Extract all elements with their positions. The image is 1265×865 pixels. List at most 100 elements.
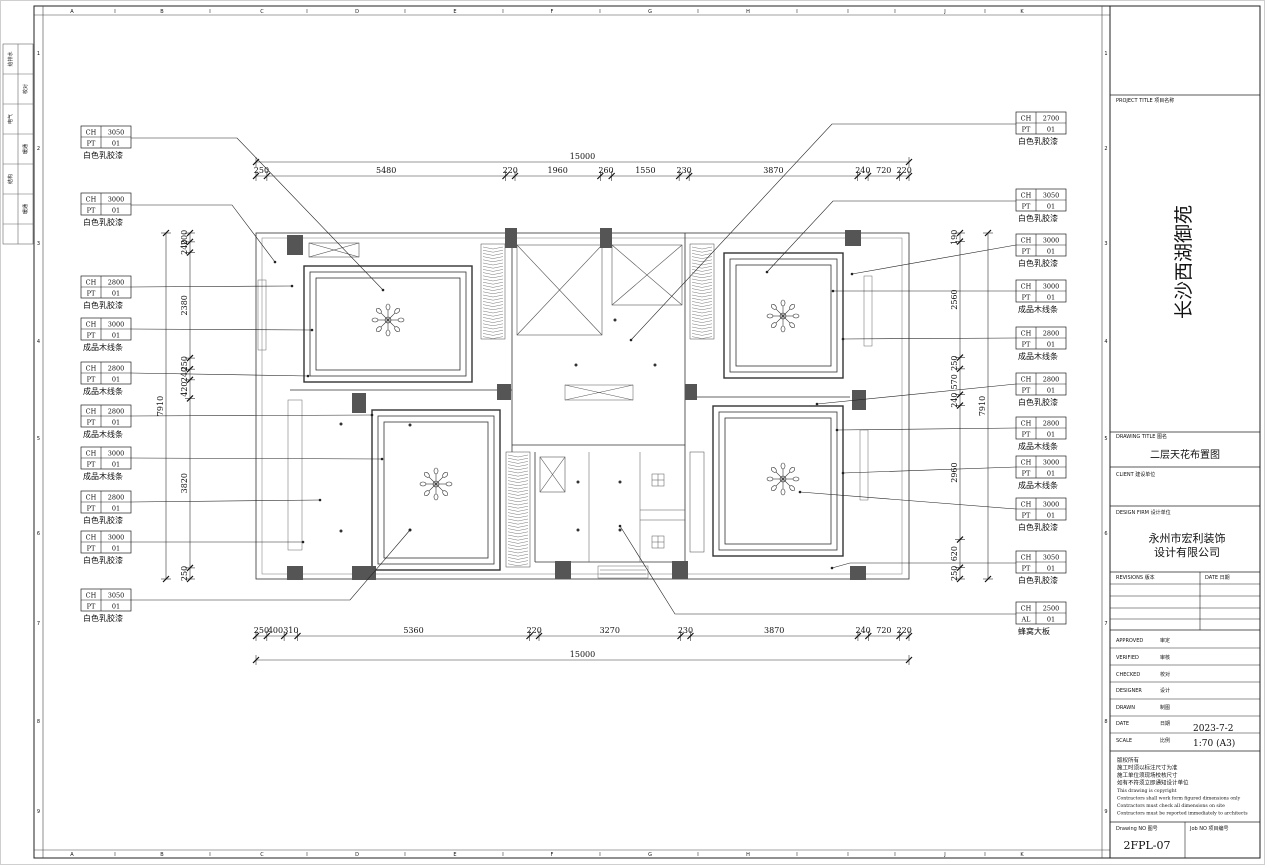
svg-text:PT: PT [87, 505, 96, 513]
svg-text:CH: CH [1021, 420, 1032, 428]
note-line: 版权所有 [1117, 756, 1140, 764]
designer-label: DESIGNER [1116, 688, 1142, 694]
dimension-total: 7910 [156, 396, 165, 416]
svg-text:01: 01 [112, 140, 120, 148]
svg-text:CH: CH [86, 196, 97, 204]
svg-text:01: 01 [1047, 387, 1055, 395]
dimension-value: 250 [254, 166, 269, 175]
ceiling-plan [255, 232, 910, 580]
svg-text:CH: CH [1021, 192, 1032, 200]
grid-col-separator: I [697, 852, 698, 858]
downlight-icon [339, 422, 343, 426]
svg-text:CH: CH [1021, 501, 1032, 509]
svg-text:PT: PT [87, 419, 96, 427]
downlight-icon [613, 318, 617, 322]
svg-text:CH: CH [86, 279, 97, 287]
dimension-value: 720 [876, 626, 891, 635]
note-line: Contractors must check all dimensions on… [1117, 803, 1225, 809]
dimension-value: 220 [527, 626, 542, 635]
svg-text:2500: 2500 [1043, 605, 1060, 613]
svg-text:CH: CH [86, 129, 97, 137]
stamp-label: 校对 [22, 84, 29, 94]
svg-text:PT: PT [87, 140, 96, 148]
dimension-value: 250 [180, 356, 189, 371]
scale-value: 1:70 (A3) [1193, 738, 1235, 749]
svg-text:01: 01 [112, 603, 120, 611]
dimension-value: 240 [855, 166, 870, 175]
svg-text:01: 01 [1047, 341, 1055, 349]
grid-col-label: G [648, 9, 652, 15]
grid-col-separator: I [894, 852, 895, 858]
svg-text:01: 01 [112, 376, 120, 384]
grid-col-separator: I [697, 9, 698, 15]
dimension-value: 3270 [600, 626, 620, 635]
verified-label: VERIFIED [1116, 655, 1139, 661]
svg-text:2800: 2800 [1043, 420, 1060, 428]
svg-text:白色乳胶漆: 白色乳胶漆 [83, 555, 123, 565]
grid-col-label: G [648, 852, 652, 858]
dimension-value: 230 [678, 626, 693, 635]
svg-text:01: 01 [112, 461, 120, 469]
svg-text:01: 01 [1047, 616, 1055, 624]
grid-col-label: D [355, 9, 359, 15]
stamp-label: 暖通 [22, 204, 29, 214]
grid-col-label: A [70, 9, 74, 15]
approved-label: APPROVED [1116, 638, 1143, 644]
svg-text:CH: CH [1021, 376, 1032, 384]
grid-row-label: 4 [1104, 339, 1107, 345]
dimension-value: 250 [950, 566, 959, 581]
svg-text:01: 01 [1047, 248, 1055, 256]
svg-text:2800: 2800 [108, 408, 125, 416]
svg-text:CH: CH [86, 592, 97, 600]
job-no-label: Job NO 项目编号 [1189, 825, 1229, 832]
dimension-value: 260 [598, 166, 613, 175]
void-openings [308, 242, 683, 493]
svg-text:PT: PT [1022, 126, 1031, 134]
chandelier-icon [371, 303, 405, 337]
chandelier-icon [419, 467, 453, 501]
svg-text:01: 01 [112, 419, 120, 427]
grid-col-label: E [453, 852, 456, 858]
grid-col-separator: I [209, 9, 210, 15]
svg-text:PT: PT [1022, 248, 1031, 256]
svg-text:PT: PT [87, 376, 96, 384]
checked-cn: 校对 [1160, 671, 1170, 678]
svg-text:CH: CH [1021, 330, 1032, 338]
scale-cn: 比例 [1160, 737, 1170, 744]
grid-col-label: K [1020, 852, 1024, 858]
client-label: CLIENT 建设单位 [1116, 471, 1155, 478]
grid-col-separator: I [404, 852, 405, 858]
svg-text:成品木线条: 成品木线条 [1018, 480, 1058, 490]
downlight-icon [408, 423, 412, 427]
design-firm-line2: 设计有限公司 [1154, 545, 1220, 559]
svg-text:白色乳胶漆: 白色乳胶漆 [83, 150, 123, 160]
dimension-value: 240 [950, 392, 959, 407]
stamp-label: 结构 [7, 174, 14, 184]
dimension-value: 190 [950, 230, 959, 245]
svg-text:CH: CH [1021, 554, 1032, 562]
svg-text:01: 01 [1047, 294, 1055, 302]
svg-text:PT: PT [1022, 470, 1031, 478]
grid-row-label: 1 [1104, 51, 1107, 57]
dimension-value: 3870 [763, 166, 783, 175]
grid-col-separator: I [599, 852, 600, 858]
chandelier-icon [766, 299, 800, 333]
svg-text:CH: CH [86, 494, 97, 502]
grid-col-label: C [260, 9, 264, 15]
dimension-value: 230 [677, 166, 692, 175]
note-line: 施工单位须现场校核尺寸 [1117, 771, 1178, 779]
dimension-value: 220 [503, 166, 518, 175]
project-name: 长沙西湖御苑 [1173, 205, 1195, 319]
svg-text:CH: CH [1021, 283, 1032, 291]
